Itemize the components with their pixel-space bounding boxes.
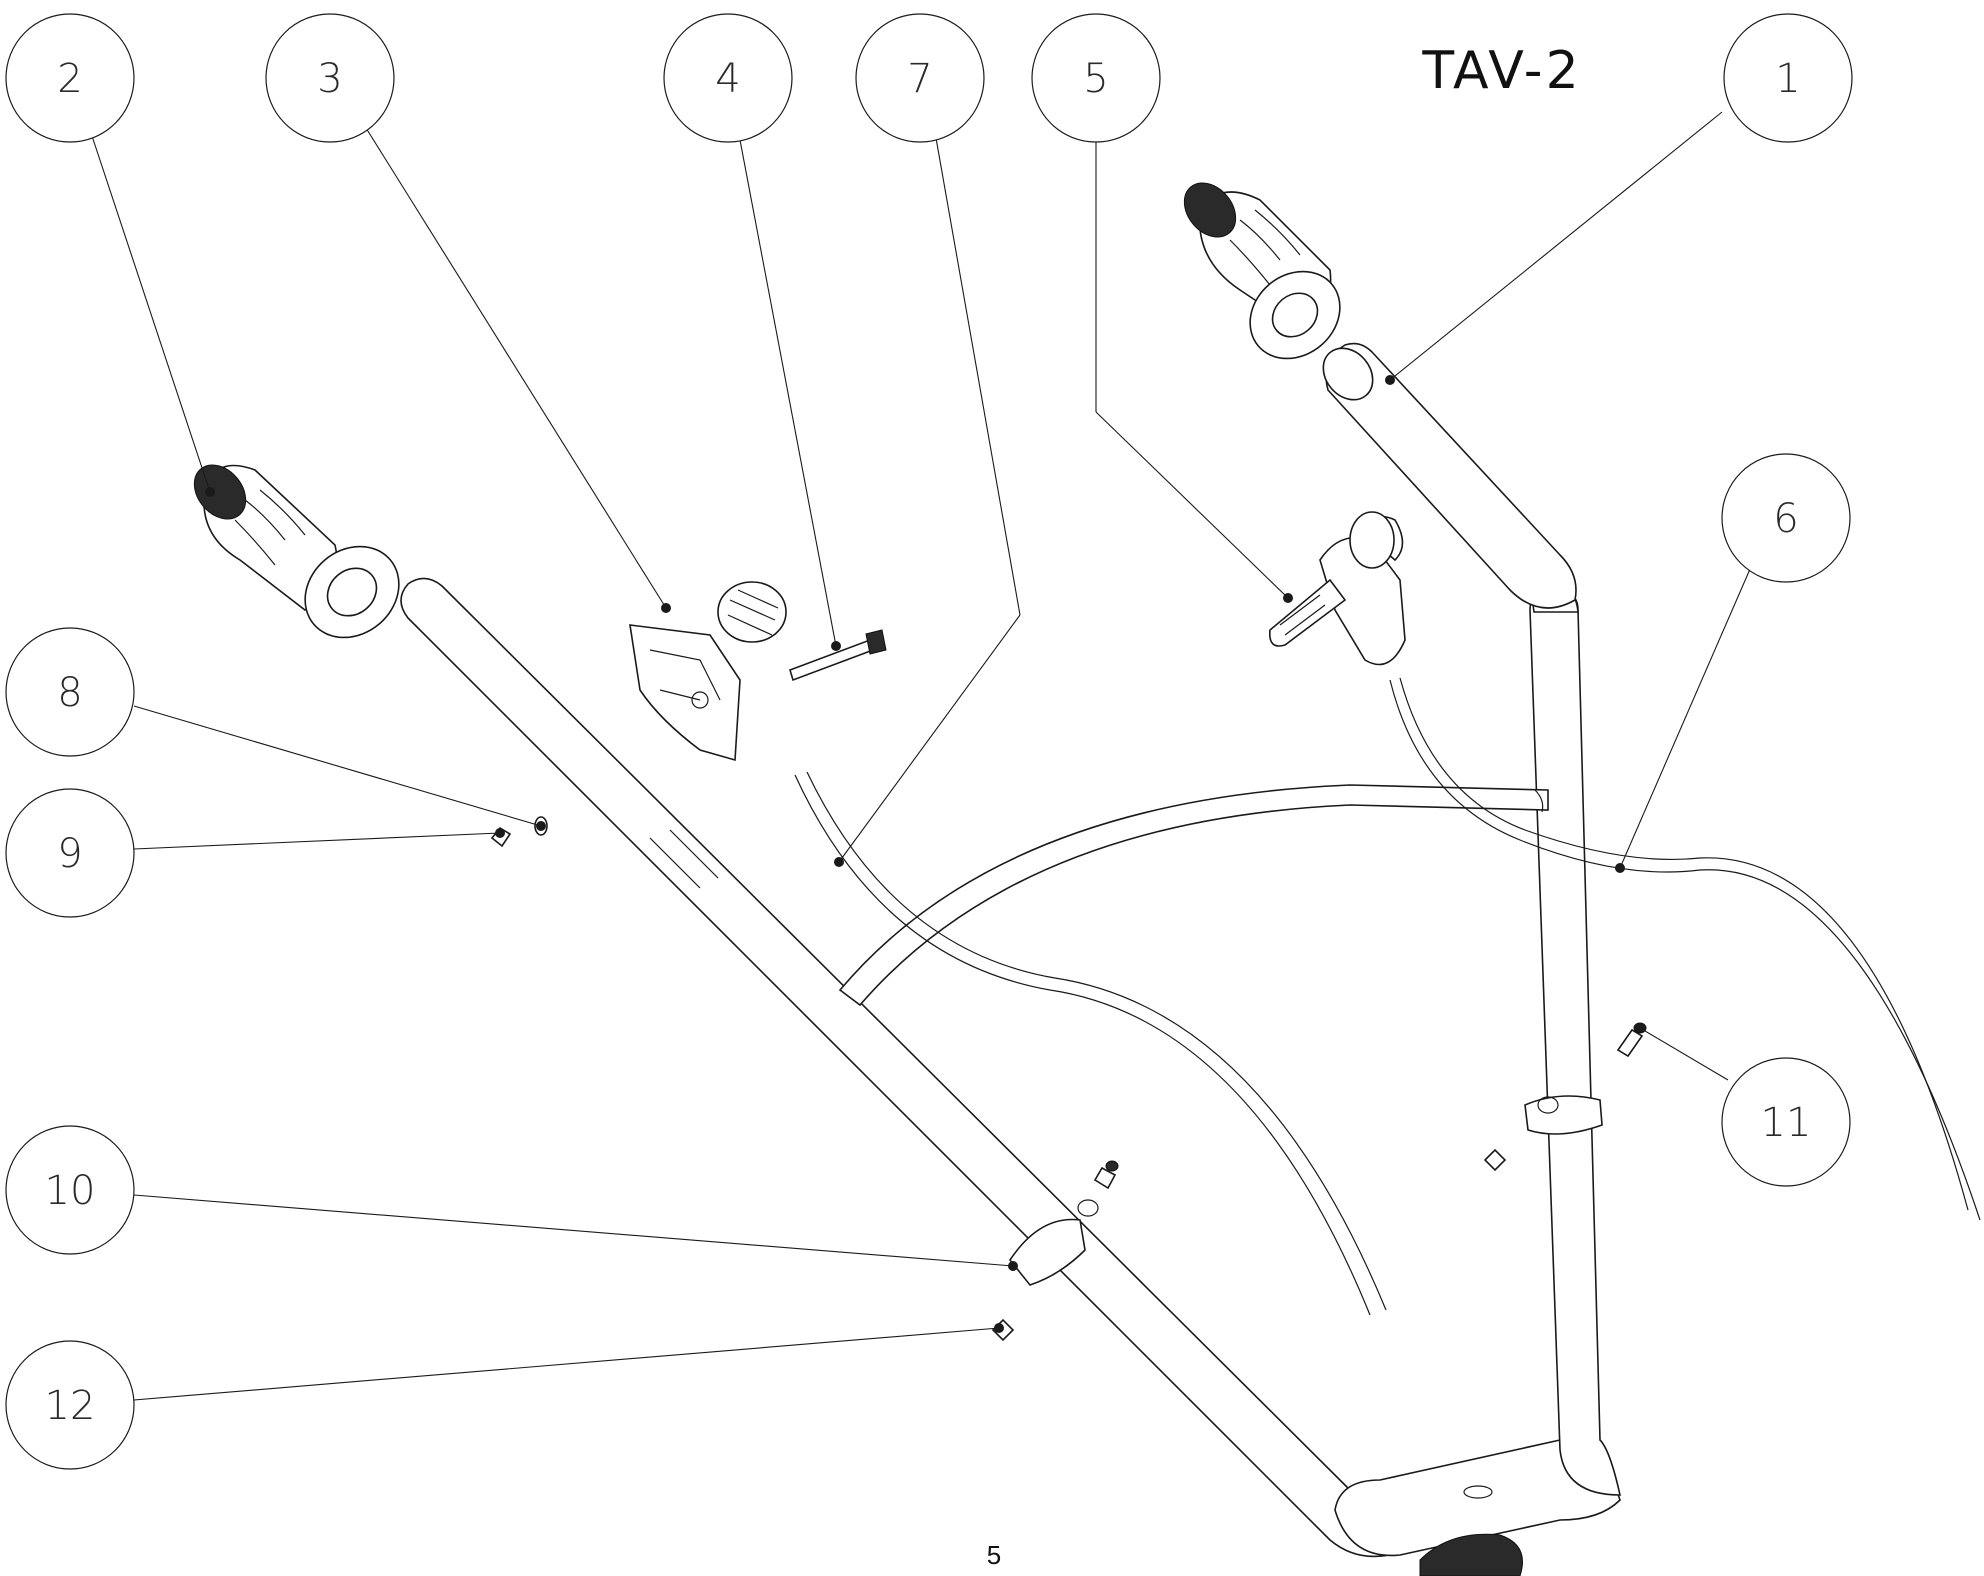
callout-2: 2 <box>5 13 135 143</box>
brake-cable <box>1389 677 1981 1221</box>
callout-4: 4 <box>663 13 793 143</box>
callout-11: 11 <box>1721 1057 1851 1187</box>
throttle-assembly <box>629 581 787 762</box>
svg-text:7: 7 <box>907 56 932 102</box>
callout-8: 8 <box>5 627 135 757</box>
callout-3: 3 <box>265 13 395 143</box>
callout-6: 6 <box>1721 453 1851 583</box>
svg-text:6: 6 <box>1773 496 1798 542</box>
svg-text:5: 5 <box>1083 56 1108 102</box>
svg-text:12: 12 <box>45 1383 96 1429</box>
svg-text:9: 9 <box>57 831 82 877</box>
svg-text:2: 2 <box>57 56 82 102</box>
leader-dots <box>205 375 1645 1333</box>
throttle-cable <box>794 771 1387 1316</box>
svg-text:10: 10 <box>45 1168 96 1214</box>
callout-5: 5 <box>1031 13 1161 143</box>
left-grip <box>193 464 400 639</box>
callout-1: 1 <box>1723 13 1853 143</box>
callout-9: 9 <box>5 788 135 918</box>
page-number: 5 <box>987 1540 1001 1570</box>
right-grip <box>1183 182 1341 360</box>
svg-text:8: 8 <box>57 670 82 716</box>
handlebar-frame <box>400 342 1621 1576</box>
callout-7: 7 <box>855 13 985 143</box>
leader-lines <box>91 111 1758 1401</box>
callout-10: 10 <box>5 1125 135 1255</box>
svg-text:3: 3 <box>317 56 342 102</box>
clamp-bolt <box>1093 1160 1119 1190</box>
svg-text:1: 1 <box>1775 56 1800 102</box>
upright-nut <box>1483 1148 1507 1172</box>
svg-text:4: 4 <box>715 56 740 102</box>
diagram-title: TAV-2 <box>1421 41 1581 101</box>
lower-clamp <box>1009 1199 1099 1286</box>
callout-12: 12 <box>5 1340 135 1470</box>
upright-clamp <box>1524 1095 1603 1135</box>
throttle-bolt <box>789 629 887 682</box>
svg-text:11: 11 <box>1761 1100 1812 1146</box>
brake-lever <box>1268 511 1406 666</box>
